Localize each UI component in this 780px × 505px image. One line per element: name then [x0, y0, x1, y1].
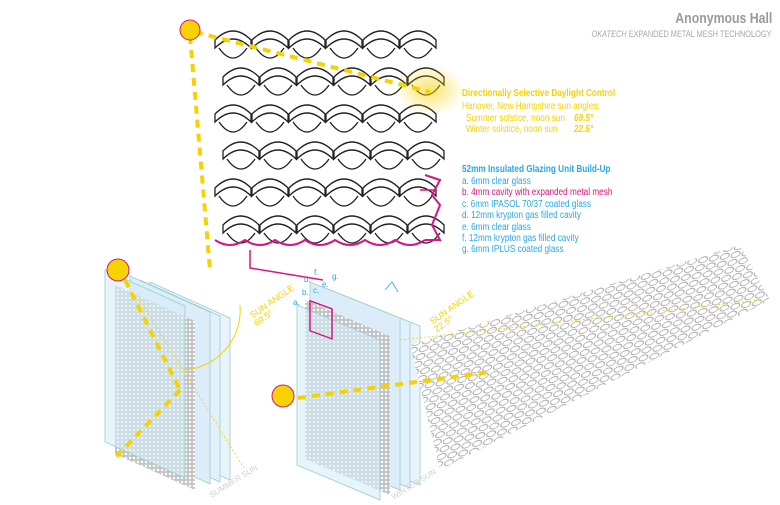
- layer-label-c: c.: [313, 286, 320, 295]
- buildup-item: f. 12mm krypton gas filled cavity: [462, 233, 579, 244]
- mesh-cell: [214, 30, 252, 59]
- mesh-cell: [362, 30, 400, 59]
- mesh-cell: [251, 104, 289, 133]
- mesh-cell: [370, 141, 408, 170]
- mesh-cell: [399, 30, 437, 59]
- mesh-cell: [251, 30, 289, 59]
- mesh-cell: [214, 104, 252, 133]
- buildup-item: d. 12mm krypton gas filled cavity: [462, 210, 581, 221]
- sun-icon-winter: [271, 384, 295, 408]
- mesh-cell: [325, 104, 363, 133]
- mesh-cell: [288, 104, 326, 133]
- mesh-cell: [333, 215, 371, 244]
- brand-name: OKATECH: [591, 29, 628, 39]
- buildup-item: a. 6mm clear glass: [462, 176, 531, 187]
- buildup-item-highlight: b. 4mm cavity with expanded metal mesh: [462, 187, 613, 198]
- layer-label-a: a.: [293, 298, 300, 307]
- winter-label: Winter solstice, noon sun: [466, 124, 558, 135]
- sun-icon-summer: [106, 258, 130, 282]
- mesh-cell: [222, 215, 260, 244]
- buildup-item: g. 6mm IPLUS coated glass: [462, 244, 564, 255]
- mesh-cell: [222, 67, 260, 96]
- mesh-highlight-side: [424, 174, 442, 241]
- mesh-cell: [325, 30, 363, 59]
- mesh-cell: [399, 178, 437, 207]
- winter-glazing-unit: [296, 281, 421, 501]
- mesh-cell: [259, 215, 297, 244]
- layer-label-d: d.: [304, 275, 311, 284]
- mesh-cell: [288, 178, 326, 207]
- callout-arrow: [249, 250, 324, 281]
- mesh-cell: [362, 104, 400, 133]
- buildup-item: c. 6mm IPASOL 70/37 coated glass: [462, 199, 591, 210]
- daylight-heading: Directionally Selective Daylight Control: [462, 88, 616, 99]
- summer-glazing-unit: [104, 269, 246, 490]
- layer-label-f: f.: [314, 268, 319, 277]
- mesh-cell: [222, 141, 260, 170]
- mesh-cell: [259, 141, 297, 170]
- buildup-heading: 52mm Insulated Glazing Unit Build-Up: [462, 164, 611, 175]
- layer-label-b: b.: [302, 288, 309, 297]
- buildup-item: e. 6mm clear glass: [462, 222, 531, 233]
- layer-label-g: g.: [332, 272, 339, 281]
- mesh-cell: [296, 67, 334, 96]
- mesh-cell: [296, 141, 334, 170]
- mesh-cell: [214, 178, 252, 207]
- daylight-location: Hanover, New Hampshire sun angles:: [462, 101, 600, 112]
- mesh-highlight-edge: [214, 238, 426, 246]
- mesh-cell: [370, 215, 408, 244]
- mesh-cell: [407, 141, 445, 170]
- sun-rays: [113, 30, 491, 460]
- projected-mesh-shadow: [410, 245, 770, 470]
- page-subtitle: OKATECH EXPANDED METAL MESH TECHNOLOGY: [592, 29, 772, 39]
- summer-value: 69.5°: [574, 113, 594, 124]
- winter-value: 22.5°: [574, 124, 594, 135]
- mesh-cell: [362, 178, 400, 207]
- mesh-cell: [325, 178, 363, 207]
- sun-icon-top: [179, 19, 201, 41]
- subtitle-text: EXPANDED METAL MESH TECHNOLOGY: [627, 29, 772, 39]
- expanded-metal-mesh: [214, 30, 445, 244]
- mesh-cell: [251, 178, 289, 207]
- mesh-cell: [259, 67, 297, 96]
- mesh-cell: [333, 141, 371, 170]
- mesh-cell: [296, 215, 334, 244]
- mesh-cell: [333, 67, 371, 96]
- mesh-cell: [288, 30, 326, 59]
- summer-label: Summer solstice, noon sun: [466, 113, 565, 124]
- page-title: Anonymous Hall: [674, 10, 772, 27]
- layer-label-e: e.: [322, 280, 329, 289]
